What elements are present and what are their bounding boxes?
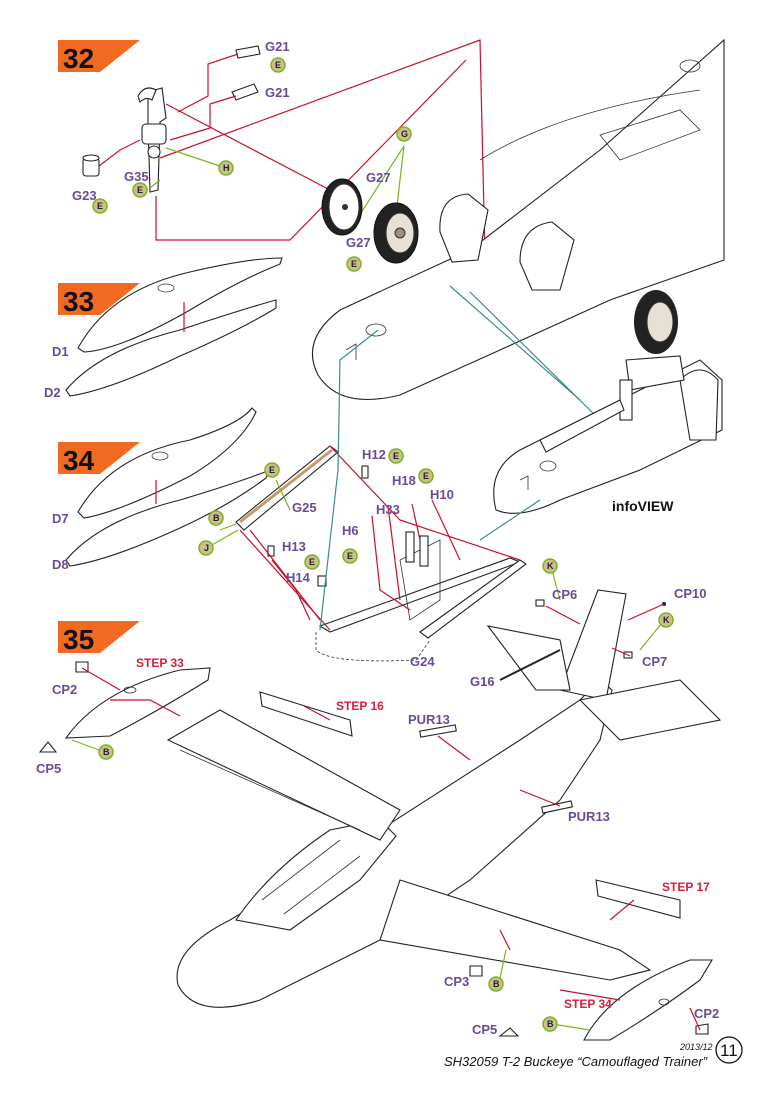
- step-reference: STEP 33: [136, 656, 184, 670]
- svg-text:E: E: [351, 259, 357, 269]
- page-number-circle: [715, 1036, 743, 1064]
- info-line: [469, 291, 601, 421]
- glue-tag-j: J: [198, 540, 214, 556]
- part-label-h13: H13: [282, 539, 306, 554]
- part-label-h33: H33: [376, 502, 400, 517]
- part-label-cp2: CP2: [52, 682, 77, 697]
- part-label-cp5: CP5: [472, 1022, 497, 1037]
- svg-text:E: E: [275, 60, 281, 70]
- svg-text:E: E: [269, 465, 275, 475]
- step-reference: STEP 16: [336, 699, 384, 713]
- glue-tag-b: B: [98, 744, 114, 760]
- step-32-banner: 32: [58, 40, 140, 74]
- svg-text:B: B: [493, 979, 500, 989]
- step-number: 33: [63, 286, 94, 317]
- part-label-cp10: CP10: [674, 586, 707, 601]
- part-label-cp5: CP5: [36, 761, 61, 776]
- part-label-pur13: PUR13: [568, 809, 610, 824]
- glue-tag-k: K: [542, 558, 558, 574]
- svg-text:E: E: [347, 551, 353, 561]
- part-label-g21: G21: [265, 85, 290, 100]
- glue-tag-b: B: [208, 510, 224, 526]
- infoview-label: infoVIEW: [612, 498, 674, 514]
- glue-tag-e: E: [304, 554, 320, 570]
- part-label-d7: D7: [52, 511, 69, 526]
- svg-text:H: H: [223, 163, 230, 173]
- glue-tag-e: E: [132, 182, 148, 198]
- step-34-banner: 34: [58, 442, 140, 476]
- part-label-g21: G21: [265, 39, 290, 54]
- svg-text:E: E: [393, 451, 399, 461]
- svg-text:E: E: [309, 557, 315, 567]
- part-label-g24: G24: [410, 654, 435, 669]
- part-label-h14: H14: [286, 570, 311, 585]
- info-line: [449, 285, 581, 401]
- svg-text:K: K: [663, 615, 670, 625]
- part-label-h18: H18: [392, 473, 416, 488]
- glue-tag-e: E: [92, 198, 108, 214]
- glue-tag-e: E: [388, 448, 404, 464]
- part-label-g27: G27: [366, 170, 391, 185]
- info-line: [319, 329, 379, 631]
- glue-tag-b: B: [488, 976, 504, 992]
- footer-date: 2013/12: [679, 1042, 713, 1052]
- svg-text:J: J: [204, 543, 209, 553]
- wheel-well-assembly: [209, 445, 527, 662]
- step-number: 34: [63, 445, 95, 476]
- main-wheel-g27: [321, 178, 419, 264]
- svg-text:K: K: [547, 561, 554, 571]
- page-number: 11: [720, 1041, 738, 1060]
- aircraft-full: [38, 569, 722, 1041]
- drop-tank-d1-d2: [65, 257, 283, 397]
- glue-tag-h: H: [218, 160, 234, 176]
- part-label-cp7: CP7: [642, 654, 667, 669]
- glue-tag-e: E: [270, 57, 286, 73]
- svg-text:E: E: [137, 185, 143, 195]
- forward-fuselage-top: [311, 38, 725, 401]
- svg-text:B: B: [103, 747, 110, 757]
- part-label-cp3: CP3: [444, 974, 469, 989]
- glue-tag-k: K: [658, 612, 674, 628]
- step-number: 35: [63, 624, 94, 655]
- part-label-cp6: CP6: [552, 587, 577, 602]
- step-35-banner: 35: [58, 621, 140, 655]
- step-33-banner: 33: [58, 283, 140, 317]
- part-label-pur13: PUR13: [408, 712, 450, 727]
- svg-text:B: B: [547, 1019, 554, 1029]
- glue-tag-e: E: [418, 468, 434, 484]
- glue-tag-e: E: [342, 548, 358, 564]
- part-label-g23: G23: [72, 188, 97, 203]
- step-reference: STEP 34: [564, 997, 612, 1011]
- glue-tag-b: B: [542, 1016, 558, 1032]
- part-label-g16: G16: [470, 674, 495, 689]
- part-label-g27: G27: [346, 235, 371, 250]
- footer-title: SH32059 T-2 Buckeye “Camouflaged Trainer…: [444, 1054, 708, 1069]
- step-number: 32: [63, 43, 94, 74]
- part-label-h12: H12: [362, 447, 386, 462]
- infoview-fuselage: [479, 290, 723, 541]
- svg-text:B: B: [213, 513, 220, 523]
- part-label-g25: G25: [292, 500, 317, 515]
- svg-text:G: G: [401, 129, 408, 139]
- part-label-cp2: CP2: [694, 1006, 719, 1021]
- drop-tank-d7-d8: [65, 407, 272, 567]
- part-label-d8: D8: [52, 557, 69, 572]
- part-label-d2: D2: [44, 385, 61, 400]
- svg-text:E: E: [423, 471, 429, 481]
- glue-tag-e: E: [264, 462, 280, 478]
- part-label-h10: H10: [430, 487, 454, 502]
- part-label-h6: H6: [342, 523, 359, 538]
- part-label-d1: D1: [52, 344, 69, 359]
- glue-tag-e: E: [346, 256, 362, 272]
- step-reference: STEP 17: [662, 880, 710, 894]
- glue-tag-g: G: [396, 126, 412, 142]
- part-label-g35: G35: [124, 169, 149, 184]
- svg-text:E: E: [97, 201, 103, 211]
